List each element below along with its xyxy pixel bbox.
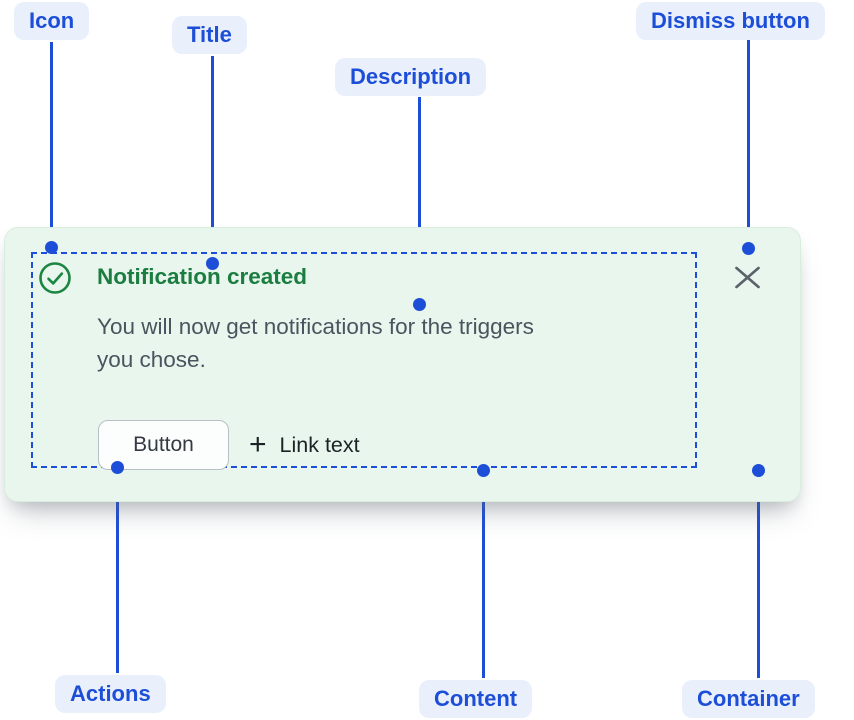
annotation-label-title: Title bbox=[172, 16, 247, 54]
leader-line-content bbox=[481, 470, 485, 678]
leader-dot-description bbox=[412, 297, 426, 311]
description-line-2: you chose. bbox=[97, 347, 206, 372]
annotation-label-container: Container bbox=[682, 680, 815, 718]
content-region-outline bbox=[31, 252, 697, 468]
leader-line-dismiss bbox=[746, 39, 750, 248]
notification-description: You will now get notifications for the t… bbox=[97, 310, 534, 376]
annotation-label-actions: Actions bbox=[55, 675, 166, 713]
notification-title: Notification created bbox=[97, 264, 308, 289]
leader-dot-container bbox=[751, 463, 765, 477]
notification-container: Notification created You will now get no… bbox=[4, 227, 801, 502]
leader-line-description bbox=[417, 97, 421, 304]
description-line-1: You will now get notifications for the t… bbox=[97, 314, 534, 339]
annotation-label-icon: Icon bbox=[14, 2, 90, 40]
plus-icon: + bbox=[249, 428, 267, 461]
leader-dot-icon bbox=[44, 240, 58, 254]
leader-dot-content bbox=[476, 463, 490, 477]
close-x-icon bbox=[734, 266, 761, 289]
leader-dot-title bbox=[205, 256, 219, 270]
annotation-label-dismiss: Dismiss button bbox=[636, 2, 825, 40]
link-action[interactable]: + Link text bbox=[249, 420, 360, 470]
dismiss-button[interactable] bbox=[731, 261, 763, 293]
leader-dot-actions bbox=[110, 460, 124, 474]
leader-line-icon bbox=[49, 42, 53, 247]
leader-line-container bbox=[756, 470, 760, 678]
annotation-label-content: Content bbox=[419, 680, 533, 718]
leader-line-actions bbox=[115, 467, 119, 673]
leader-dot-dismiss bbox=[741, 241, 755, 255]
success-check-circle-icon bbox=[38, 261, 72, 295]
link-text: Link text bbox=[279, 432, 360, 457]
annotation-label-description: Description bbox=[335, 58, 487, 96]
leader-line-title bbox=[210, 56, 214, 263]
